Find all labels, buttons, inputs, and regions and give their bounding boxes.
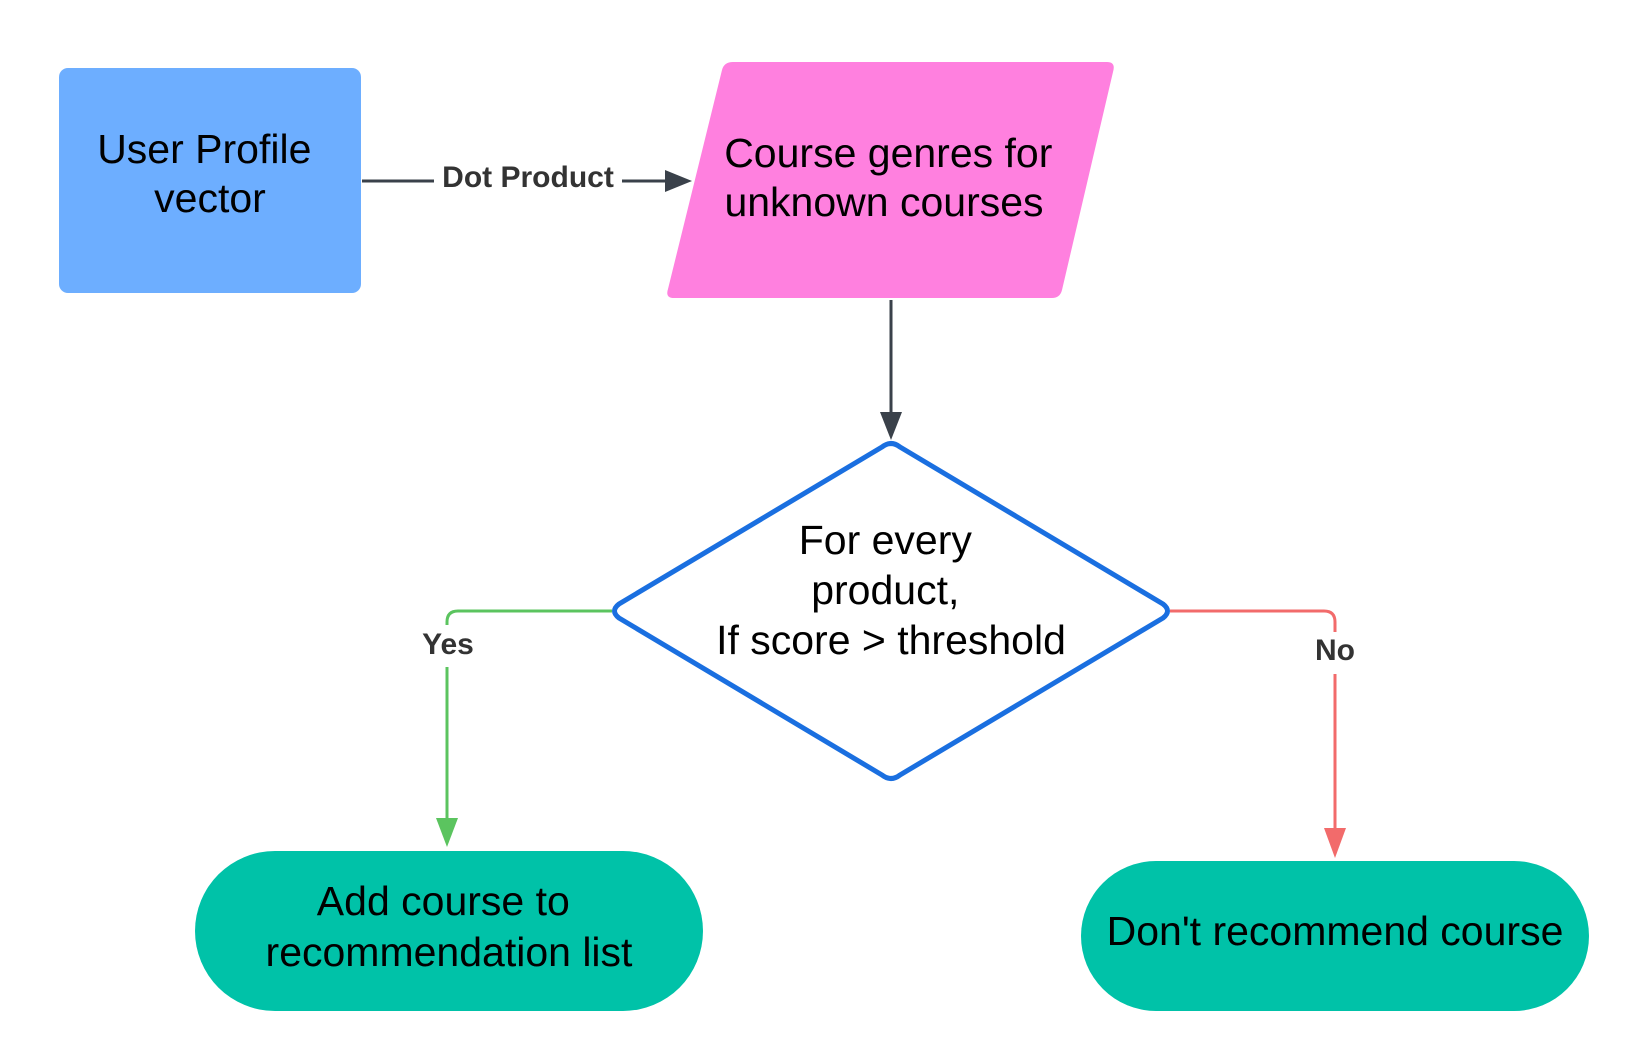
decision-diamond: [612, 441, 1170, 781]
node-decision: For every product, If score > threshold: [612, 441, 1170, 781]
user-profile-box: [59, 68, 361, 293]
decision-text: For every product, If score > threshold: [716, 517, 1066, 663]
add-course-terminator: [195, 851, 703, 1011]
course-genres-parallelogram: [667, 62, 1114, 298]
node-dont-recommend: Don't recommend course: [1081, 861, 1589, 1011]
edge-to-decision: [880, 300, 902, 440]
edge-label-dot-product: Dot Product: [442, 161, 614, 194]
edge-yes: Yes: [412, 609, 612, 847]
node-add-course: Add course to recommendation list: [195, 851, 703, 1011]
edge-no: No: [1170, 609, 1366, 858]
dont-recommend-terminator: [1081, 861, 1589, 1011]
add-course-text: Add course to recommendation list: [266, 878, 633, 975]
node-user-profile: User Profile vector: [59, 68, 361, 293]
dont-recommend-text: Don't recommend course: [1107, 908, 1564, 954]
edge-label-no: No: [1315, 634, 1355, 667]
edge-label-yes: Yes: [422, 628, 474, 661]
user-profile-text: User Profile vector: [97, 126, 323, 221]
course-genres-text: Course genres for unknown courses: [724, 130, 1064, 225]
edge-dot-product: Dot Product: [362, 158, 692, 200]
node-course-genres: Course genres for unknown courses: [667, 62, 1114, 298]
